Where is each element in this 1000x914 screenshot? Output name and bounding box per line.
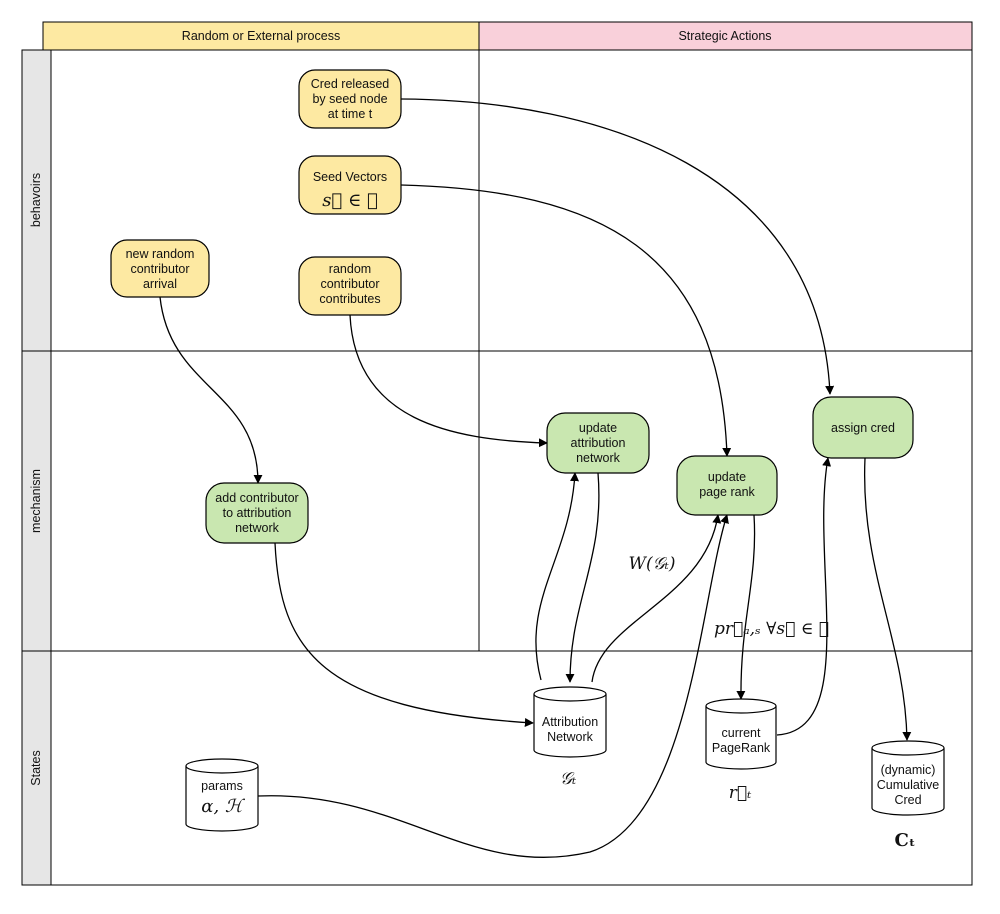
random-external-header-label: Random or External process xyxy=(182,29,340,43)
node-cred-released-line3: at time t xyxy=(328,107,373,121)
edge-random-contributes-to-update-attribution xyxy=(349,314,548,448)
node-seed-vectors-label: Seed Vectors xyxy=(313,170,387,184)
edge-current-pagerank-to-assign-cred xyxy=(776,457,832,736)
node-cred-released-line2: by seed node xyxy=(312,92,387,106)
node-seed-vectors xyxy=(298,155,402,215)
node-update-pagerank-line2: page rank xyxy=(699,485,755,499)
state-current-pagerank-line2: PageRank xyxy=(712,741,771,755)
node-cred-released xyxy=(298,69,402,129)
node-update-attribution-line2: attribution xyxy=(571,436,626,450)
strategic-actions-header-label: Strategic Actions xyxy=(678,29,771,43)
row-label-states: States xyxy=(29,750,43,785)
node-random-contributes xyxy=(298,256,402,316)
node-assign-cred xyxy=(812,396,914,459)
node-new-contributor-line1: new random xyxy=(126,247,195,261)
row-header-behaviors xyxy=(21,49,52,352)
node-new-contributor-line3: arrival xyxy=(143,277,177,291)
state-params-label: params xyxy=(201,779,243,793)
node-add-contributor-line2: to attribution xyxy=(223,506,292,520)
state-cumulative-cred-line1: (dynamic) xyxy=(881,763,936,777)
diagram-grid xyxy=(50,49,973,886)
edge-cred-released-to-assign-cred xyxy=(400,98,835,395)
state-cumulative-cred xyxy=(871,740,945,816)
math-pr: pr⃗ₐ,ₛ ∀s⃗ ∈ 𝒮 xyxy=(714,619,829,639)
math-r-t: r⃗ₜ xyxy=(729,783,752,803)
random-external-header xyxy=(42,21,480,51)
state-attribution-network xyxy=(533,686,607,758)
row-label-mechanism: mechanism xyxy=(29,469,43,533)
edge-seed-vectors-to-update-pagerank xyxy=(400,184,732,457)
math-w-g: W(𝒢ₜ) xyxy=(628,554,675,574)
state-params xyxy=(185,758,259,832)
node-assign-cred-label: assign cred xyxy=(831,421,895,435)
node-update-attribution-line1: update xyxy=(579,421,617,435)
node-new-contributor xyxy=(110,239,210,298)
math-c-t: Cₜ xyxy=(895,830,916,851)
node-seed-vectors-math: s⃗ ∈ 𝒮 xyxy=(322,190,378,211)
node-add-contributor xyxy=(205,482,309,544)
edge-update-pagerank-to-current-pagerank xyxy=(736,514,756,700)
node-random-contributes-line2: contributor xyxy=(320,277,379,291)
edge-attribution-network-to-update-pagerank xyxy=(591,514,722,683)
math-g-t: 𝒢ₜ xyxy=(560,769,577,789)
node-random-contributes-line1: random xyxy=(329,262,371,276)
state-attribution-network-line2: Network xyxy=(547,730,594,744)
row-header-states xyxy=(21,650,52,886)
node-update-pagerank xyxy=(676,455,778,516)
state-cumulative-cred-line3: Cred xyxy=(894,793,921,807)
state-current-pagerank xyxy=(705,698,777,770)
node-update-pagerank-line1: update xyxy=(708,470,746,484)
node-add-contributor-line1: add contributor xyxy=(215,491,298,505)
node-random-contributes-line3: contributes xyxy=(319,292,380,306)
strategic-actions-header xyxy=(478,21,973,51)
node-add-contributor-line3: network xyxy=(235,521,280,535)
edge-add-contributor-to-attribution-network xyxy=(274,542,534,727)
state-current-pagerank-line1: current xyxy=(722,726,761,740)
edge-new-contributor-to-add-contributor xyxy=(159,296,263,484)
edge-attribution-network-to-update-attribution xyxy=(535,472,580,681)
edge-update-attribution-to-attribution-network xyxy=(565,472,600,683)
row-label-behaviors: behavoirs xyxy=(29,173,43,227)
node-update-attribution-network xyxy=(546,412,650,474)
edge-assign-cred-to-cumulative-cred xyxy=(863,457,912,741)
state-cumulative-cred-line2: Cumulative xyxy=(877,778,940,792)
node-cred-released-line1: Cred released xyxy=(311,77,390,91)
node-new-contributor-line2: contributor xyxy=(130,262,189,276)
state-attribution-network-line1: Attribution xyxy=(542,715,598,729)
state-params-math: α, ℋ xyxy=(201,796,246,817)
edge-params-to-update-pagerank xyxy=(257,514,729,859)
node-update-attribution-line3: network xyxy=(576,451,621,465)
